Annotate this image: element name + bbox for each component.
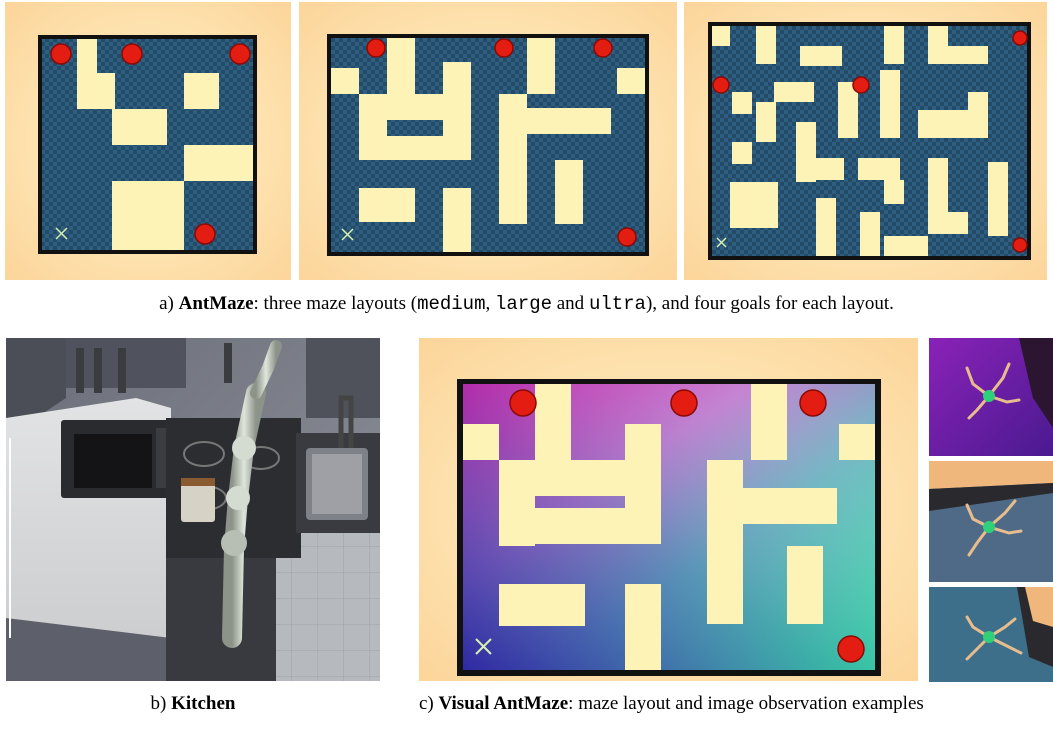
antmaze-large-panel bbox=[299, 2, 677, 280]
goal-marker bbox=[122, 44, 142, 64]
goal-marker bbox=[618, 228, 636, 246]
goal-marker bbox=[853, 77, 869, 93]
observation-example-2 bbox=[929, 461, 1053, 582]
goal-marker bbox=[51, 44, 71, 64]
goal-marker bbox=[713, 77, 729, 93]
goal-marker bbox=[671, 390, 697, 416]
goal-marker bbox=[367, 39, 385, 57]
goal-marker bbox=[1013, 31, 1027, 45]
antmaze-medium-panel bbox=[5, 2, 291, 280]
goal-marker bbox=[510, 390, 536, 416]
kitchen-render bbox=[6, 338, 380, 681]
goal-marker bbox=[1013, 238, 1027, 252]
goal-marker bbox=[838, 636, 864, 662]
goal-marker bbox=[495, 39, 513, 57]
goal-marker bbox=[594, 39, 612, 57]
caption-c: c) Visual AntMaze: maze layout and image… bbox=[419, 693, 1053, 715]
caption-a: a) AntMaze: three maze layouts (medium, … bbox=[0, 293, 1053, 315]
visual-antmaze-layout bbox=[419, 338, 918, 681]
observation-example-1 bbox=[929, 338, 1053, 456]
observation-example-3 bbox=[929, 587, 1053, 682]
goal-marker bbox=[195, 224, 215, 244]
antmaze-ultra-panel bbox=[684, 2, 1047, 280]
caption-b: b) Kitchen bbox=[6, 693, 380, 715]
goal-marker bbox=[800, 390, 826, 416]
goal-marker bbox=[230, 44, 250, 64]
